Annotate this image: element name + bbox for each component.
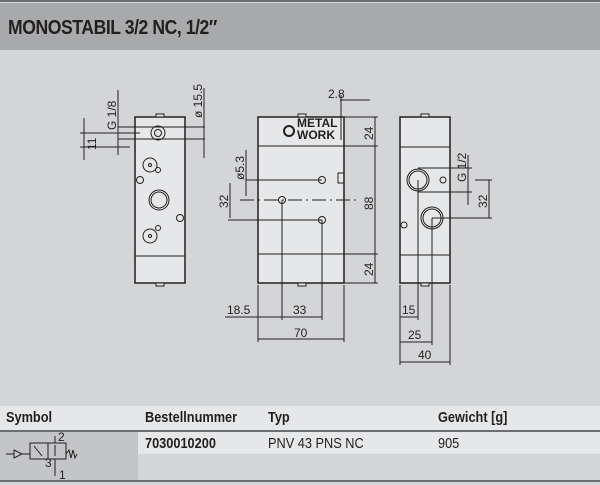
dim-g12: G 1/2 xyxy=(455,152,469,182)
port-2-label: 2 xyxy=(58,432,65,444)
gewicht-value: 905 xyxy=(438,435,460,452)
port-1-label: 1 xyxy=(59,468,66,480)
col-bestellnummer: Bestellnummer xyxy=(145,409,238,426)
dim-40: 40 xyxy=(418,348,432,362)
dim-d5-3: ø5.3 xyxy=(233,156,247,180)
dim-70: 70 xyxy=(294,326,308,340)
col-typ: Typ xyxy=(268,409,290,426)
table-header: Symbol Bestellnummer Typ Gewicht [g] xyxy=(0,406,600,432)
dim-33: 33 xyxy=(293,303,307,317)
rear-view xyxy=(399,113,492,365)
dim-24-bottom: 24 xyxy=(362,262,376,276)
front-view xyxy=(225,95,378,342)
header-bar: MONOSTABIL 3/2 NC, 1/2″ xyxy=(0,3,600,50)
technical-drawing: METAL WORK G 1/8 ø 15.5 11 2.8 24 88 24 … xyxy=(80,84,492,365)
bestellnummer-value: 7030010200 xyxy=(145,435,216,452)
dim-15: 15 xyxy=(402,303,416,317)
dim-32-rear: 32 xyxy=(476,194,490,208)
logo: METAL WORK xyxy=(297,116,337,142)
col-gewicht: Gewicht [g] xyxy=(438,409,508,426)
row-band xyxy=(138,432,600,454)
dim-18-5: 18.5 xyxy=(227,303,251,317)
side-view xyxy=(80,88,205,287)
logo-line2: WORK xyxy=(297,128,335,142)
dim-d15-5: ø 15.5 xyxy=(191,84,205,118)
dim-25: 25 xyxy=(408,328,422,342)
typ-value: PNV 43 PNS NC xyxy=(268,435,364,452)
symbol-cell: 2 3 1 xyxy=(0,430,138,482)
dim-g18: G 1/8 xyxy=(105,100,119,130)
dim-11: 11 xyxy=(85,137,99,150)
col-symbol: Symbol xyxy=(6,409,53,426)
dim-32-front: 32 xyxy=(217,194,231,208)
dim-88: 88 xyxy=(362,196,376,210)
dim-24-top: 24 xyxy=(362,126,376,140)
page-title: MONOSTABIL 3/2 NC, 1/2″ xyxy=(8,17,217,39)
table-row: 2 3 1 7030010200 PNV 43 PNS NC 905 xyxy=(0,430,600,482)
top-border xyxy=(0,0,600,2)
port-3-label: 3 xyxy=(45,456,52,470)
dim-2-8: 2.8 xyxy=(328,87,345,101)
logo-line1: METAL xyxy=(297,116,337,130)
valve-symbol-icon: 2 3 1 xyxy=(6,430,78,482)
